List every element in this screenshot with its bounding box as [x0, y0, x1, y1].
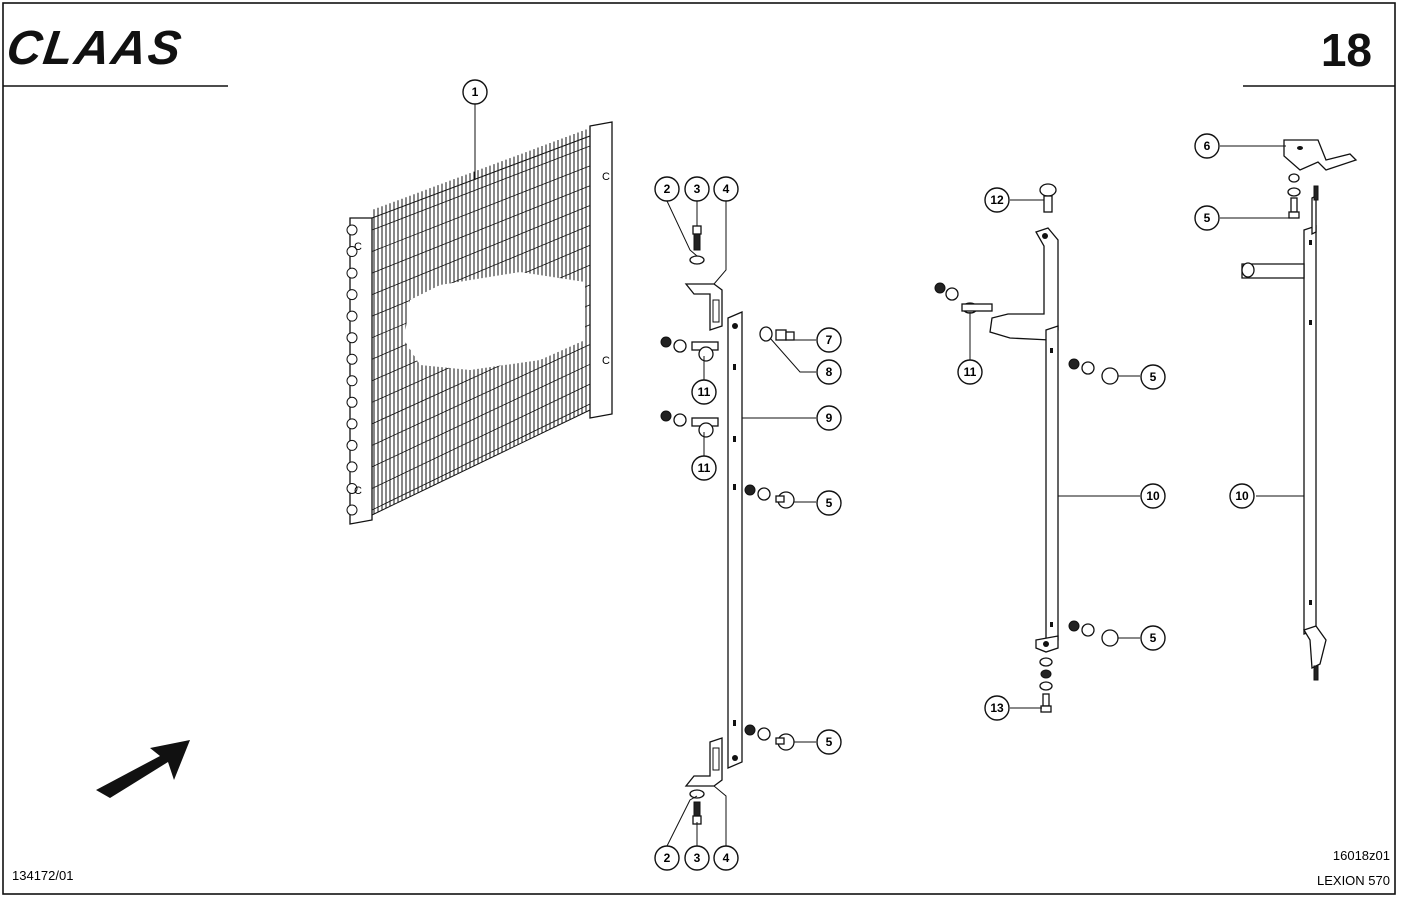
- callout-label: 11: [964, 365, 977, 379]
- callout-label: 11: [698, 461, 711, 475]
- svg-text:C: C: [354, 485, 362, 497]
- callout-13: 13: [984, 695, 1010, 721]
- callout-label: 12: [990, 193, 1004, 207]
- callout-3: 3: [684, 845, 710, 871]
- callout-label: 2: [664, 182, 671, 196]
- callout-label: 6: [1204, 139, 1211, 153]
- support-bar-10-left: [989, 227, 1059, 653]
- callout-circle: [654, 845, 680, 871]
- callout-label: 9: [826, 411, 833, 425]
- leader-lines: [474, 104, 1304, 847]
- callout-4: 4: [713, 845, 739, 871]
- drawing-number-left: 134172/01: [12, 868, 73, 883]
- callout-circle: [713, 845, 739, 871]
- callout-9: 9: [816, 405, 842, 431]
- callout-label: 4: [723, 182, 730, 196]
- callout-circle: [1140, 364, 1166, 390]
- callout-2: 2: [654, 845, 680, 871]
- callout-3: 3: [684, 176, 710, 202]
- callout-label: 8: [826, 365, 833, 379]
- hardware-set-10-left: [934, 183, 1119, 713]
- callout-label: 5: [1150, 370, 1157, 384]
- hardware-set-10-right: [1287, 173, 1301, 219]
- callout-circle: [462, 79, 488, 105]
- callout-4: 4: [713, 176, 739, 202]
- callout-circle: [957, 359, 983, 385]
- callout-label: 5: [1204, 211, 1211, 225]
- callout-circle: [984, 187, 1010, 213]
- page-number: 18: [1321, 24, 1372, 76]
- callout-label: 11: [698, 385, 711, 399]
- callout-circle: [1140, 625, 1166, 651]
- callout-circle: [816, 359, 842, 385]
- callout-label: 10: [1146, 489, 1160, 503]
- callout-label: 4: [723, 851, 730, 865]
- callout-circle: [691, 455, 717, 481]
- callout-circle: [816, 327, 842, 353]
- brand-logo: CLAAS: [3, 21, 186, 75]
- radiator-tube-ends: [346, 224, 358, 516]
- svg-text:C: C: [602, 171, 610, 183]
- radiator-core: C C C C: [346, 121, 613, 525]
- callout-circle: [1194, 205, 1220, 231]
- callout-circle: [684, 845, 710, 871]
- callout-label: 2: [664, 851, 671, 865]
- callout-7: 7: [816, 327, 842, 353]
- callout-12: 12: [984, 187, 1010, 213]
- support-bar-10-right: [1241, 185, 1327, 681]
- callout-5: 5: [816, 729, 842, 755]
- callout-circle: [684, 176, 710, 202]
- callout-2: 2: [654, 176, 680, 202]
- callout-label: 10: [1235, 489, 1249, 503]
- callout-label: 5: [826, 496, 833, 510]
- callout-circle: [1140, 483, 1166, 509]
- svg-text:C: C: [602, 355, 610, 367]
- callout-circle: [816, 405, 842, 431]
- callout-8: 8: [816, 359, 842, 385]
- callout-1: 1: [462, 79, 488, 105]
- callout-circle: [1229, 483, 1255, 509]
- mounting-plate-6: [1283, 139, 1358, 171]
- angle-bracket-bottom-4: [684, 737, 723, 787]
- callout-5: 5: [1140, 625, 1166, 651]
- callout-11: 11: [691, 379, 717, 405]
- callout-11: 11: [957, 359, 983, 385]
- travel-direction-arrow: [96, 740, 190, 798]
- drawing-number-right: 16018z01: [1333, 848, 1390, 863]
- angle-bracket-top-4: [684, 283, 723, 331]
- callout-5: 5: [1194, 205, 1220, 231]
- side-bar-9: [727, 311, 743, 769]
- callout-circle: [984, 695, 1010, 721]
- callout-label: 13: [990, 701, 1004, 715]
- callout-label: 5: [826, 735, 833, 749]
- callout-6: 6: [1194, 133, 1220, 159]
- callout-label: 3: [694, 851, 701, 865]
- hardware-set-9: [660, 225, 795, 825]
- callout-circle: [816, 729, 842, 755]
- callout-11: 11: [691, 455, 717, 481]
- callout-label: 3: [694, 182, 701, 196]
- callout-circle: [713, 176, 739, 202]
- callout-5: 5: [816, 490, 842, 516]
- callout-5: 5: [1140, 364, 1166, 390]
- callout-circle: [654, 176, 680, 202]
- svg-text:C: C: [354, 241, 362, 253]
- callout-circle: [691, 379, 717, 405]
- callout-10: 10: [1140, 483, 1166, 509]
- callout-label: 5: [1150, 631, 1157, 645]
- callout-label: 7: [826, 333, 833, 347]
- callout-10: 10: [1229, 483, 1255, 509]
- callout-label: 1: [472, 85, 479, 99]
- callout-circle: [816, 490, 842, 516]
- model-name: LEXION 570: [1317, 873, 1390, 888]
- callout-circle: [1194, 133, 1220, 159]
